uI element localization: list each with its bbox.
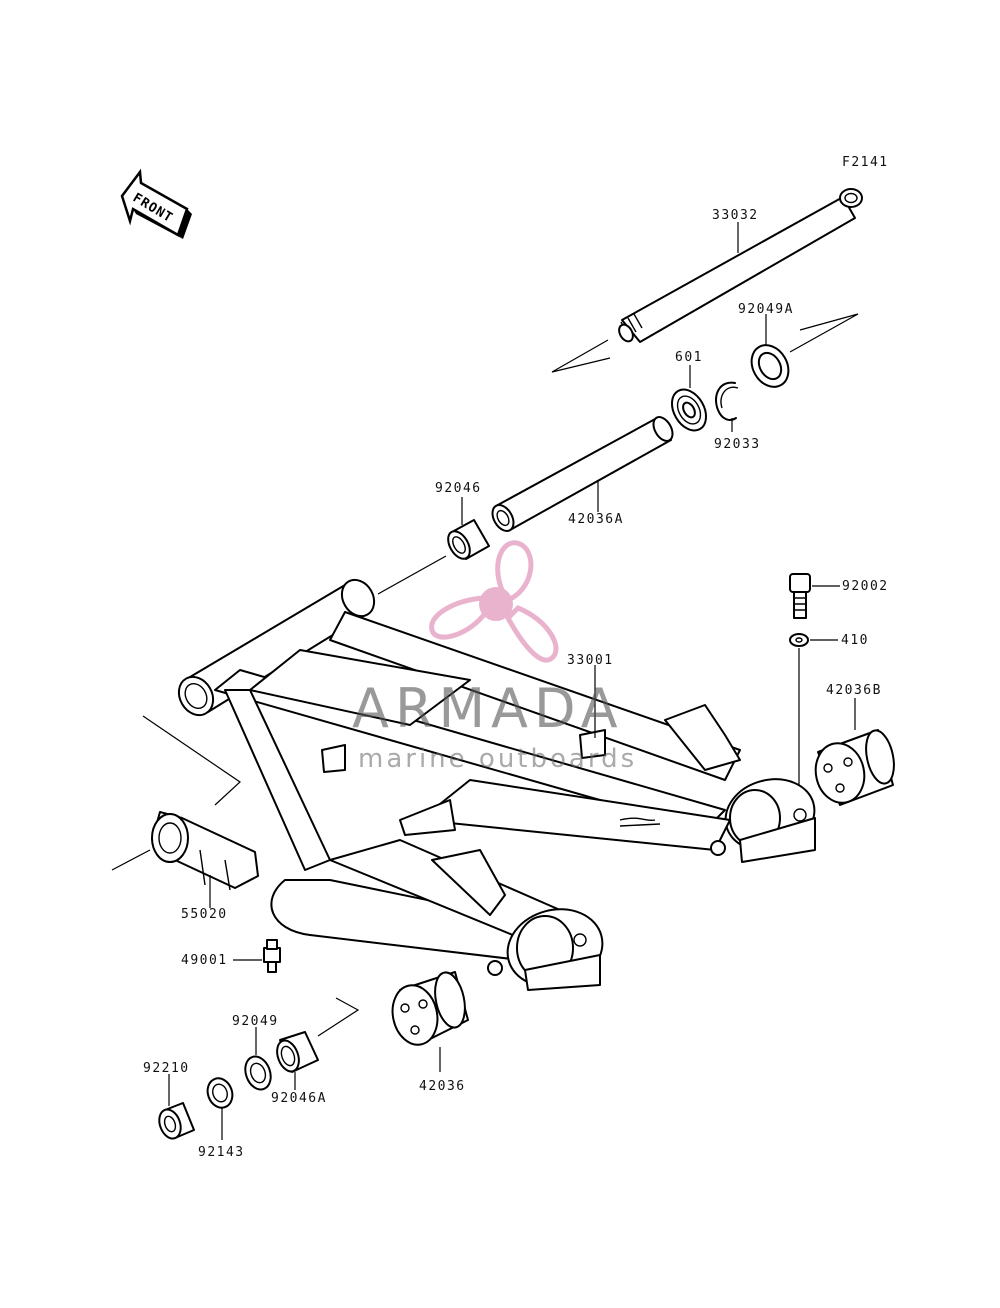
callout-55020: 55020 xyxy=(181,907,228,922)
callout-42036A: 42036A xyxy=(568,512,624,527)
callout-42036: 42036 xyxy=(419,1079,466,1094)
watermark-subtitle: marine outboards xyxy=(358,744,637,774)
callout-92002: 92002 xyxy=(842,579,889,594)
seal-92049 xyxy=(244,1055,272,1091)
callout-33032: 33032 xyxy=(712,208,759,223)
bolt-92002 xyxy=(789,573,811,619)
callout-92046A: 92046A xyxy=(271,1091,327,1106)
circlip-92033 xyxy=(715,381,737,421)
propeller-logo-icon xyxy=(429,540,559,663)
needle-bearing-92046A xyxy=(276,1031,319,1073)
swingarm-33001 xyxy=(177,578,816,991)
chain-guide-55020 xyxy=(151,811,259,891)
callout-92210: 92210 xyxy=(143,1061,190,1076)
callout-92046: 92046 xyxy=(435,481,482,496)
armada-watermark: ARMADA marine outboards xyxy=(352,540,637,774)
sleeve-42036A xyxy=(491,416,674,532)
callout-92143: 92143 xyxy=(198,1145,245,1160)
figure-code: F2141 xyxy=(842,155,889,170)
front-arrow-icon: FRONT xyxy=(120,168,192,239)
grease-nipple-49001 xyxy=(263,939,281,973)
callout-92033: 92033 xyxy=(714,437,761,452)
watermark-title: ARMADA xyxy=(352,677,624,740)
callout-410: 410 xyxy=(841,633,869,648)
seal-92049A xyxy=(750,344,790,388)
collar-92143 xyxy=(206,1077,234,1109)
collar-42036B xyxy=(814,729,895,806)
callout-92049: 92049 xyxy=(232,1014,279,1029)
pivot-shaft-33032 xyxy=(618,188,863,343)
bushing-92210 xyxy=(158,1102,195,1140)
washer-410 xyxy=(789,633,809,647)
callout-33001: 33001 xyxy=(567,653,614,668)
collar-42036 xyxy=(391,971,469,1046)
callout-49001: 49001 xyxy=(181,953,228,968)
callout-92049A: 92049A xyxy=(738,302,794,317)
callout-42036B: 42036B xyxy=(826,683,882,698)
callout-601: 601 xyxy=(675,350,703,365)
bearing-601 xyxy=(670,388,708,432)
needle-bearing-92046 xyxy=(447,519,490,560)
